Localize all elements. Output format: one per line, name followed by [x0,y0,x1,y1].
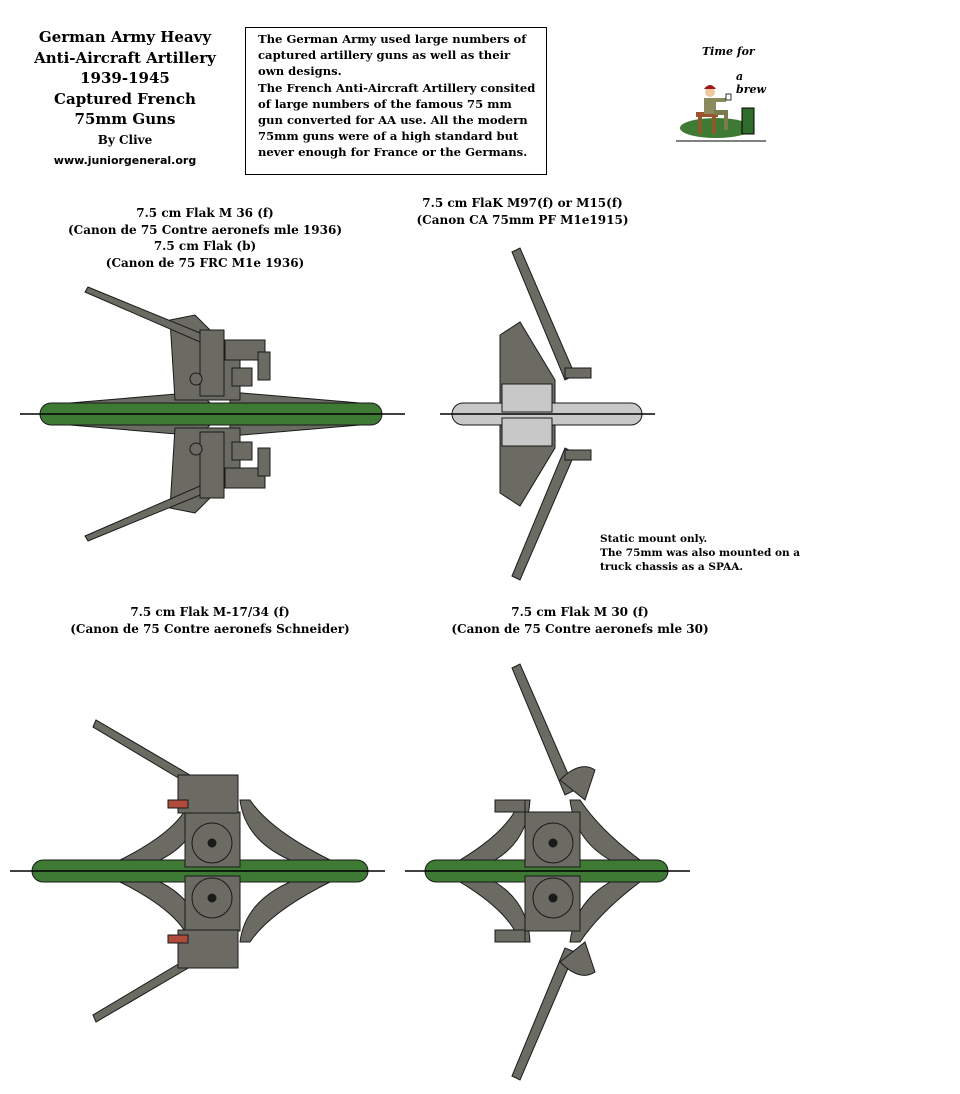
brew-text: a brew [736,70,766,96]
gun-label-line: 7.5 cm Flak (b) [153,239,257,253]
note-line: The 75mm was also mounted on a [600,547,801,559]
gun-label-line: (Canon de 75 Contre aeronefs Schneider) [70,621,350,636]
title-line: Anti-Aircraft Artillery [34,48,216,67]
info-paragraph: The French Anti-Aircraft Artillery consi… [258,80,536,160]
gun-label-m1734: 7.5 cm Flak M-17/34 (f) (Canon de 75 Con… [40,604,380,637]
note-line: Static mount only. [600,533,708,545]
gun-label-line: 7.5 cm Flak M-17/34 (f) [130,605,290,619]
website-link[interactable]: www.juniorgeneral.org [53,153,197,167]
static-mount-note: Static mount only. The 75mm was also mou… [600,532,850,574]
gun-label-m30: 7.5 cm Flak M 30 (f) (Canon de 75 Contre… [430,604,730,637]
author: By Clive [97,132,153,147]
gun-label-line: (Canon CA 75mm PF M1e1915) [416,212,629,227]
title-line: 75mm Guns [74,110,176,128]
brew-text: Time for [702,45,755,58]
info-paragraph: The German Army used large numbers of ca… [258,32,527,79]
page-title: German Army Heavy Anti-Aircraft Artiller… [22,27,228,172]
brew-logo: Time for a brew [676,40,776,145]
gun-label-line: (Canon de 75 Contre aeronefs mle 30) [451,621,709,636]
title-line: Captured French [54,89,196,108]
gun-label-line: 7.5 cm Flak M 30 (f) [511,605,649,619]
gun-label-m97: 7.5 cm FlaK M97(f) or M15(f) (Canon CA 7… [400,195,645,228]
gun-label-line: 7.5 cm FlaK M97(f) or M15(f) [422,196,623,210]
title-line: German Army Heavy [38,28,212,46]
info-box: The German Army used large numbers of ca… [245,27,547,175]
gun-label-line: (Canon de 75 Contre aeronefs mle 1936) [67,222,342,237]
note-line: truck chassis as a SPAA. [600,561,744,573]
title-line: 1939-1945 [80,69,170,87]
soldier-icon [676,85,766,142]
gun-label-m36: 7.5 cm Flak M 36 (f) (Canon de 75 Contre… [40,205,370,271]
gun-label-line: (Canon de 75 FRC M1e 1936) [105,255,305,270]
gun-label-line: 7.5 cm Flak M 36 (f) [136,206,274,220]
